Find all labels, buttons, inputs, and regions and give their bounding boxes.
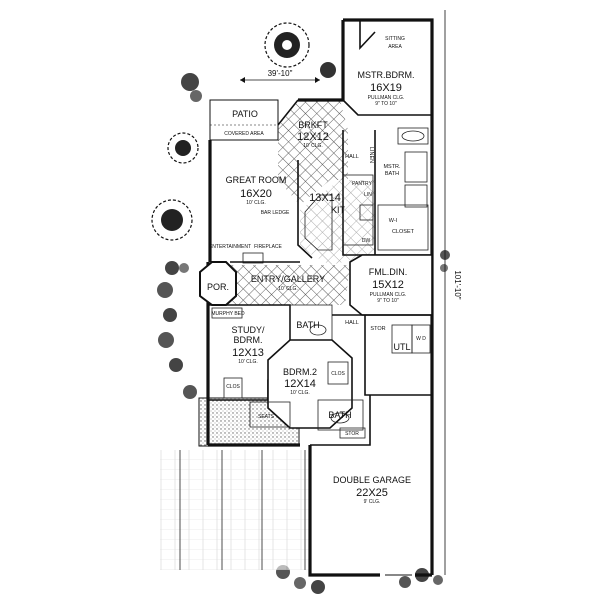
sitting-label: SITTING (385, 36, 405, 42)
garage-note: 9' CLG. (364, 499, 381, 505)
tree-left-upper (167, 132, 199, 164)
study-label-2: BDRM. (234, 335, 263, 345)
kit-label: KIT (331, 205, 346, 215)
study-note: 10' CLG. (238, 359, 258, 365)
study-label: STUDY/ (231, 325, 265, 335)
lin-label: LIN (364, 192, 372, 198)
double-garage: DOUBLE GARAGE 22X25 9' CLG. (310, 395, 412, 576)
garage-label: DOUBLE GARAGE (333, 475, 411, 485)
depth-dimension: 101'-10" (444, 10, 462, 575)
driveway (160, 450, 310, 570)
entry-tile (230, 265, 350, 305)
tree-left-mid (151, 199, 193, 241)
garage-size: 22X25 (356, 487, 388, 499)
master-note2: 9" TO 10" (375, 101, 397, 107)
great-label: GREAT ROOM (226, 175, 287, 185)
bdrm2-size: 12X14 (284, 378, 316, 390)
bath: BATH (289, 304, 333, 341)
brkft-label: BRKFT (298, 120, 328, 130)
breakfast: BRKFT 12X12 10' CLG. (277, 99, 329, 149)
shrub-left (157, 73, 202, 399)
wi-label: W-I (389, 218, 398, 224)
kitchen: 13X14 KIT PANTRY LIN DW (304, 174, 374, 251)
wd-label: W D (416, 336, 426, 342)
bath2-label: BATH (328, 410, 351, 420)
clos2-label: CLOS (331, 371, 345, 377)
great-room: GREAT ROOM 16X20 10' CLG. BAR LEDGE ENTE… (209, 160, 313, 264)
seats-label: SEATS (258, 414, 275, 420)
patio-label: PATIO (232, 109, 258, 119)
study-size: 12X13 (232, 347, 264, 359)
fml-size: 15X12 (372, 279, 404, 291)
kit-size: 13X14 (309, 192, 341, 204)
shrubs-bottom (276, 565, 443, 594)
porch: POR. (199, 261, 237, 306)
closet-label: CLOSET (392, 229, 415, 235)
entry-label: ENTRY/GALLERY (251, 274, 325, 284)
stor2-label: STOR (345, 431, 359, 437)
great-size: 16X20 (240, 188, 272, 200)
hall2-label: HALL (345, 320, 359, 326)
porch-label: POR. (207, 282, 229, 292)
fml-note2: 9" TO 10" (377, 298, 399, 304)
patio: PATIO COVERED AREA (209, 99, 279, 141)
fml-note1: PULLMAN CLG. (370, 292, 407, 298)
master-note1: PULLMAN CLG. (368, 95, 405, 101)
pantry-label: PANTRY (352, 181, 372, 187)
fireplace-label: FIREPLACE (254, 244, 282, 250)
brkft-note: 10' CLG. (303, 143, 323, 149)
utility-area: HALL STOR UTL W D (332, 314, 432, 396)
breakfast-tile (278, 100, 348, 205)
mstr-bath-label: MSTR. (383, 164, 401, 170)
dw-label: DW (362, 238, 371, 244)
bar-ledge-label: BAR LEDGE (261, 210, 290, 216)
bdrm2-note: 10' CLG. (290, 390, 310, 396)
patio-note: COVERED AREA (224, 131, 264, 137)
master-size: 16X19 (370, 82, 402, 94)
master-suite: SITTING AREA MSTR.BDRM. 16X19 PULLMAN CL… (342, 20, 432, 116)
entry-note: 10' CLG. (278, 286, 298, 292)
sitting-label-2: AREA (388, 44, 402, 50)
bath-label: BATH (296, 320, 319, 330)
entry-gallery: ENTRY/GALLERY 10' CLG. (230, 261, 325, 292)
bdrm2-label: BDRM.2 (283, 367, 317, 377)
bath-2: BATH STOR (317, 399, 366, 439)
utl-label: UTL (393, 342, 410, 352)
kitchen-tile (300, 180, 375, 265)
stor-label: STOR (370, 326, 385, 332)
formal-dining: FML.DIN. 15X12 PULLMAN CLG. 9" TO 10" (349, 254, 433, 316)
entertainment-label: ENTERTAINMENT (209, 244, 251, 250)
mstr-bath-label-2: BATH (385, 171, 399, 177)
great-note: 10' CLG. (246, 200, 266, 206)
hall-label: HALL (345, 154, 359, 160)
clos-label: CLOS (226, 384, 240, 390)
width-dimension: 39'-10" (240, 69, 320, 83)
depth-label: 101'-10" (453, 270, 462, 299)
bedroom-2: BDRM.2 12X14 10' CLG. CLOS SEATS (249, 339, 353, 429)
tree-top (264, 22, 310, 68)
fml-label: FML.DIN. (369, 267, 408, 277)
murphy-label: MURPHY BED (211, 311, 245, 317)
linen-label: LINEN (368, 147, 374, 163)
tree-small-top (320, 62, 336, 78)
brkft-size: 12X12 (297, 131, 329, 143)
master-label: MSTR.BDRM. (358, 70, 415, 80)
width-label: 39'-10" (268, 69, 293, 78)
